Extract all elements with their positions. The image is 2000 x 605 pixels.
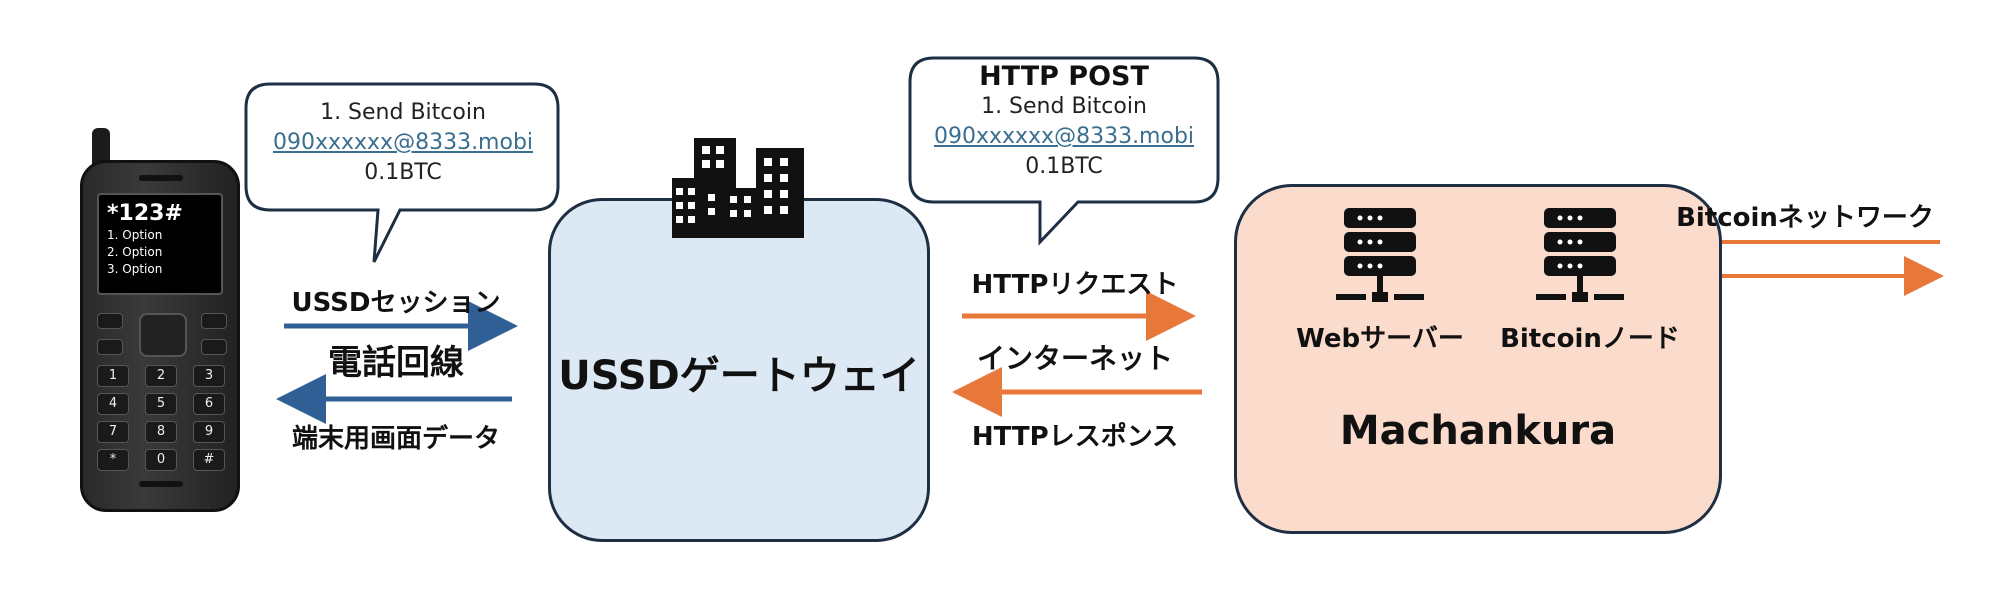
phone-call-key xyxy=(97,339,123,355)
http-request-label: HTTPリクエスト xyxy=(971,270,1179,300)
bubble-left-line1: 1. Send Bitcoin xyxy=(320,100,486,125)
bubble-right-line1: 1. Send Bitcoin xyxy=(981,94,1147,119)
bubble-right-title: HTTP POST xyxy=(979,61,1149,92)
phone-softkey-left xyxy=(97,313,123,329)
server-icon xyxy=(1536,208,1624,302)
phone-key-star: * xyxy=(97,449,129,471)
phone-speaker xyxy=(139,175,183,181)
phone-option-2: 2. Option xyxy=(107,245,163,259)
bubble-left-link[interactable]: 090xxxxxx@8333.mobi xyxy=(272,130,534,155)
bubble-left-text: 1. Send Bitcoin 090xxxxxx@8333.mobi 0.1B… xyxy=(248,98,558,188)
gateway-label: USSDゲートウェイ xyxy=(558,353,920,399)
http-response-label: HTTPレスポンス xyxy=(971,422,1179,452)
phone-key-6: 6 xyxy=(193,393,225,415)
bubble-right-text: HTTP POST 1. Send Bitcoin 090xxxxxx@8333… xyxy=(910,62,1218,182)
building-icon xyxy=(672,138,804,238)
bitcoin-node-label: Bitcoinノード xyxy=(1500,324,1680,354)
phone-key-3: 3 xyxy=(193,365,225,387)
bubble-left-line3: 0.1BTC xyxy=(364,160,442,185)
phone-end-key xyxy=(201,339,227,355)
phone-key-9: 9 xyxy=(193,421,225,443)
phone-key-5: 5 xyxy=(145,393,177,415)
phone-option-3: 3. Option xyxy=(107,262,163,276)
phone-key-7: 7 xyxy=(97,421,129,443)
server-icon xyxy=(1336,208,1424,302)
phone-key-4: 4 xyxy=(97,393,129,415)
speech-bubble-left xyxy=(244,82,560,263)
machankura-box xyxy=(1234,184,1722,534)
phone-option-1: 1. Option xyxy=(107,228,163,242)
ussd-session-label: USSDセッション xyxy=(291,288,501,318)
phone-key-0: 0 xyxy=(145,449,177,471)
feature-phone: *123# 1. Option 2. Option 3. Option 1 2 … xyxy=(80,160,240,512)
phone-line-label: 電話回線 xyxy=(328,343,464,383)
internet-label: インターネット xyxy=(976,342,1173,375)
web-server-label: Webサーバー xyxy=(1296,324,1464,354)
phone-softkey-right xyxy=(201,313,227,329)
speech-bubble-right xyxy=(908,56,1220,246)
phone-key-1: 1 xyxy=(97,365,129,387)
bubble-right-line3: 0.1BTC xyxy=(1025,154,1103,179)
phone-nav-pad xyxy=(139,313,187,357)
phone-mic xyxy=(139,481,183,487)
phone-key-hash: # xyxy=(193,449,225,471)
terminal-data-label: 端末用画面データ xyxy=(291,424,500,454)
phone-screen-code: *123# xyxy=(107,201,183,226)
phone-antenna xyxy=(92,128,110,168)
bitcoin-network-label: Bitcoinネットワーク xyxy=(1676,203,1934,233)
phone-screen: *123# 1. Option 2. Option 3. Option xyxy=(97,193,223,295)
bubble-right-link[interactable]: 090xxxxxx@8333.mobi xyxy=(933,124,1195,149)
machankura-label: Machankura xyxy=(1339,408,1617,454)
phone-key-2: 2 xyxy=(145,365,177,387)
phone-key-8: 8 xyxy=(145,421,177,443)
